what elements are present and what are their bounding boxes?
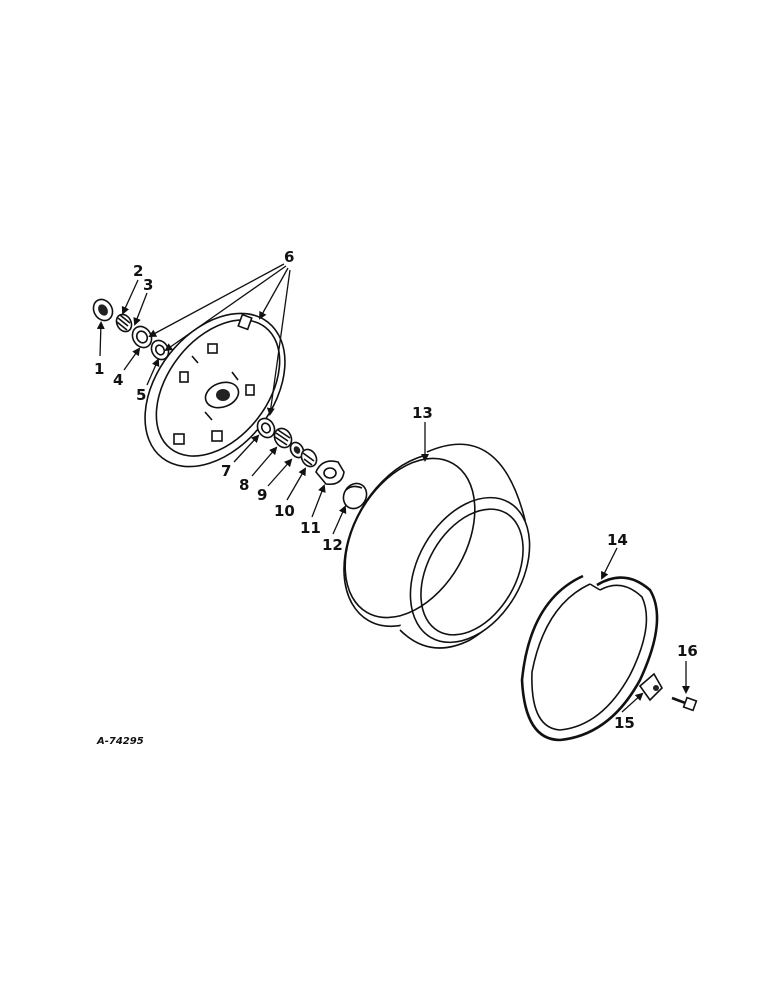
callout-14: 14 [607, 531, 628, 549]
callout-13: 13 [412, 404, 433, 422]
leader-2 [121, 279, 139, 315]
leader-15 [621, 692, 644, 713]
part-9-washer [289, 441, 305, 459]
leader-9 [267, 458, 293, 487]
callout-12: 12 [322, 536, 343, 554]
callout-4: 4 [113, 371, 123, 389]
leader-10 [286, 467, 307, 501]
drawing-code: A-74295 [96, 736, 144, 747]
part-6-backing-plate [144, 312, 286, 468]
callout-6: 6 [284, 248, 294, 266]
part-14-lining-band [520, 574, 659, 742]
callout-16: 16 [677, 642, 698, 660]
callout-7: 7 [221, 462, 231, 480]
callout-11: 11 [300, 519, 321, 537]
part-7-cup [256, 417, 276, 439]
callout-10: 10 [274, 502, 295, 520]
callout-2: 2 [133, 262, 143, 280]
leader-8 [251, 446, 278, 477]
part-11-lock-plate [315, 460, 345, 486]
part-2-bearing [115, 313, 133, 333]
leader-4 [123, 347, 141, 371]
leader-5 [146, 358, 160, 386]
part-16-bolt [671, 696, 698, 712]
callout-labels: 1 2 3 4 5 6 7 8 9 10 11 12 13 14 15 16 [94, 248, 698, 732]
leader-7 [233, 434, 260, 463]
part-12-hub-cap [342, 482, 368, 510]
leader-11 [311, 484, 326, 518]
part-1-nut [92, 298, 114, 322]
leader-6b [164, 265, 287, 352]
leader-3 [133, 292, 148, 326]
callout-3: 3 [143, 276, 153, 294]
callout-9: 9 [257, 486, 267, 504]
leader-lines [96, 263, 690, 713]
leader-6a [148, 263, 285, 337]
part-15-clip [638, 672, 663, 702]
part-10-nut [300, 448, 318, 468]
callout-15: 15 [614, 714, 635, 732]
leader-1 [96, 321, 105, 357]
callout-5: 5 [136, 386, 146, 404]
part-8-bearing [273, 427, 293, 449]
leader-6d [266, 269, 291, 416]
part-5-seal [150, 339, 170, 361]
leader-6c [259, 267, 289, 320]
callout-8: 8 [239, 476, 249, 494]
callout-1: 1 [94, 360, 104, 378]
part-13-brake-drum [343, 443, 531, 649]
leader-14 [601, 547, 618, 580]
leader-12 [332, 505, 347, 535]
